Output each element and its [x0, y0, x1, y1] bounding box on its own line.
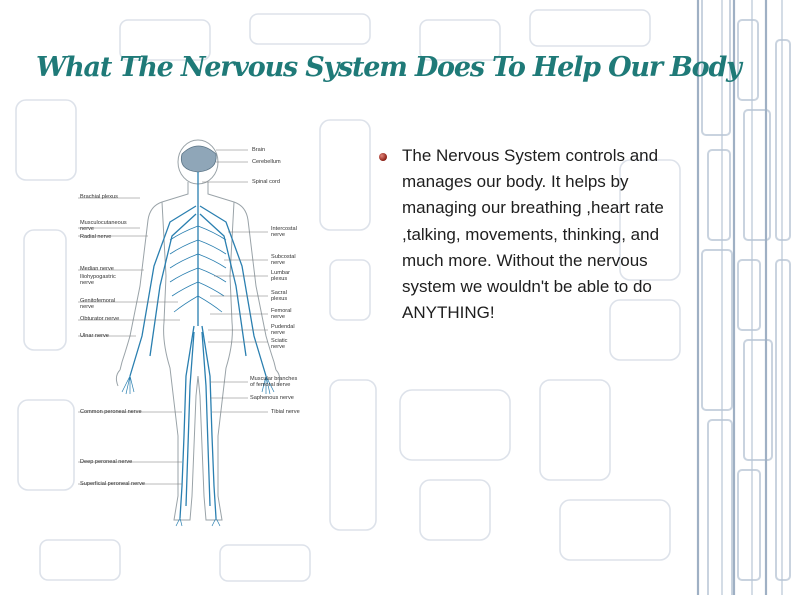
label-sacral-plexus: Sacral plexus [271, 290, 287, 302]
label-iliohypogastric-nerve: Iliohypogastric nerve [80, 274, 116, 286]
nervous-system-diagram: Brachial plexus Musculocutaneous nerve R… [78, 136, 312, 532]
label-median-nerve: Median nerve [80, 266, 114, 272]
label-musculocutaneous-nerve: Musculocutaneous nerve [80, 220, 127, 232]
label-lumbar-plexus: Lumbar plexus [271, 270, 290, 282]
slide-title: What The Nervous System Does To Help Our… [36, 52, 696, 83]
label-radial-nerve: Radial nerve [80, 234, 111, 240]
label-genitofemoral-nerve: Genitofemoral nerve [80, 298, 115, 310]
label-sciatic-nerve: Sciatic nerve [271, 338, 287, 350]
bullet-text: The Nervous System controls and manages … [402, 143, 687, 326]
label-common-peroneal-nerve: Common peroneal nerve [80, 409, 142, 415]
label-superficial-peroneal-nerve: Superficial peroneal nerve [80, 481, 145, 487]
label-femoral-nerve: Femoral nerve [271, 308, 292, 320]
bullet-dot-icon [379, 153, 387, 161]
label-brachial-plexus: Brachial plexus [80, 194, 118, 200]
label-obturator-nerve: Obturator nerve [80, 316, 119, 322]
decorative-border [694, 0, 794, 595]
label-saphenous-nerve: Saphenous nerve [250, 395, 294, 401]
label-deep-peroneal-nerve: Deep peroneal nerve [80, 459, 132, 465]
label-spinal-cord: Spinal cord [252, 179, 280, 185]
label-ulnar-nerve: Ulnar nerve [80, 333, 109, 339]
label-intercostal-nerve: Intercostal nerve [271, 226, 297, 238]
label-muscular-branches-femoral-nerve: Muscular branches of femoral nerve [250, 376, 297, 388]
label-brain: Brain [252, 147, 265, 153]
label-tibial-nerve: Tibial nerve [271, 409, 300, 415]
label-subcostal-nerve: Subcostal nerve [271, 254, 296, 266]
label-pudendal-nerve: Pudendal nerve [271, 324, 295, 336]
label-cerebellum: Cerebellum [252, 159, 281, 165]
